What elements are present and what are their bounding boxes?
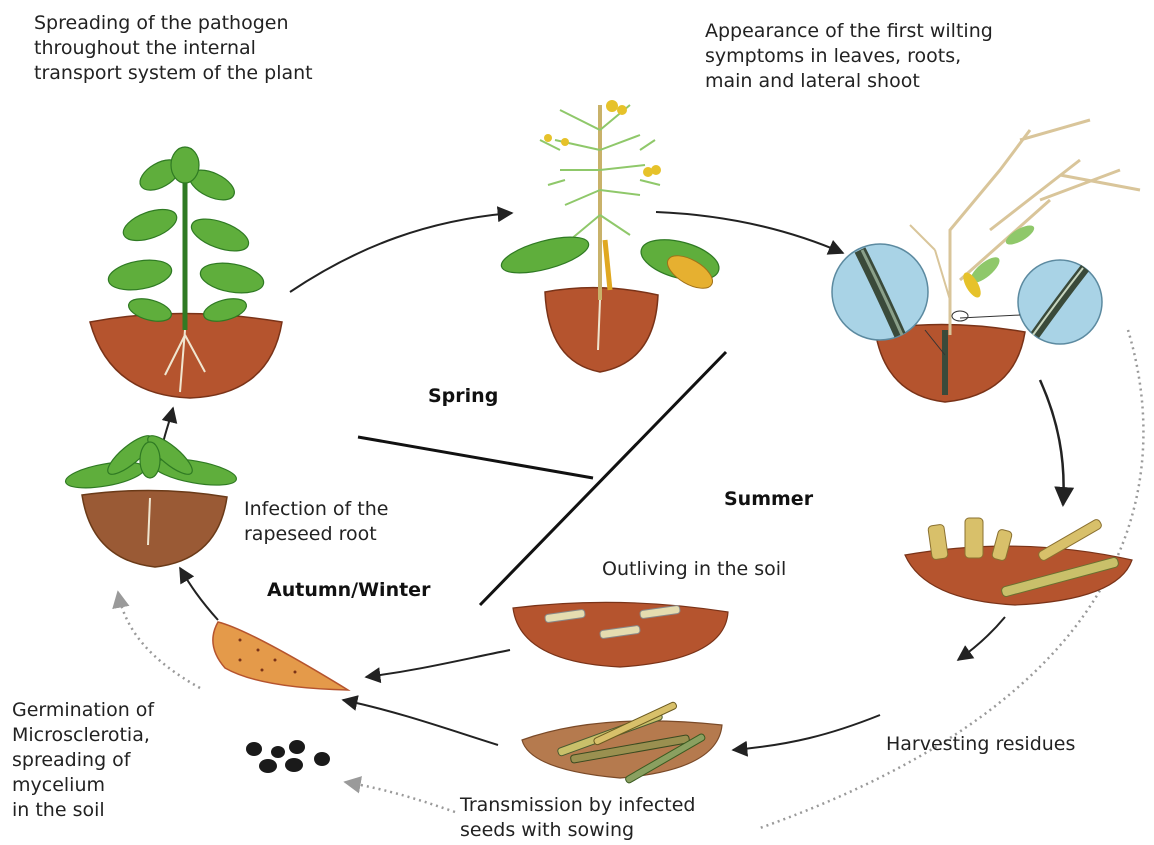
season-summer: Summer	[724, 488, 813, 510]
soil-icon	[513, 602, 728, 667]
season-autumn-winter: Autumn/Winter	[267, 579, 430, 601]
season-divider-spring	[358, 437, 593, 478]
outer-dotted-arc-bottom	[345, 782, 455, 812]
arrow-icon	[180, 568, 218, 620]
label-transmission: Transmission by infected seeds with sowi…	[460, 793, 760, 843]
magnifier-icon	[1018, 260, 1102, 344]
label-germination: Germination of Microsclerotia, spreading…	[12, 698, 212, 823]
arrow-icon	[290, 213, 512, 292]
sclerotia-icon	[246, 740, 330, 773]
wilting-plant-icon	[832, 120, 1140, 402]
label-infection: Infection of the rapeseed root	[244, 497, 444, 547]
label-outliving: Outliving in the soil	[602, 557, 842, 582]
arrow-icon	[163, 408, 173, 443]
label-harvesting: Harvesting residues	[886, 732, 1106, 757]
arrow-icon	[343, 700, 498, 745]
infected-seeds-icon	[522, 701, 722, 784]
magnifier-icon	[832, 244, 928, 340]
arrow-icon	[958, 617, 1005, 660]
arrow-icon	[733, 715, 880, 750]
outer-dotted-arc-left	[118, 592, 200, 688]
arrow-icon	[366, 650, 510, 677]
season-spring: Spring	[428, 385, 498, 407]
seedling-plant-icon	[64, 430, 239, 567]
label-spreading: Spreading of the pathogen throughout the…	[34, 11, 364, 86]
soil-icon	[213, 622, 348, 690]
label-appearance: Appearance of the first wilting symptoms…	[705, 19, 1035, 94]
flowering-plant-icon	[498, 100, 723, 372]
harvest-residues-icon	[905, 518, 1132, 605]
arrow-icon	[1040, 380, 1064, 505]
healthy-plant-icon	[90, 147, 282, 398]
